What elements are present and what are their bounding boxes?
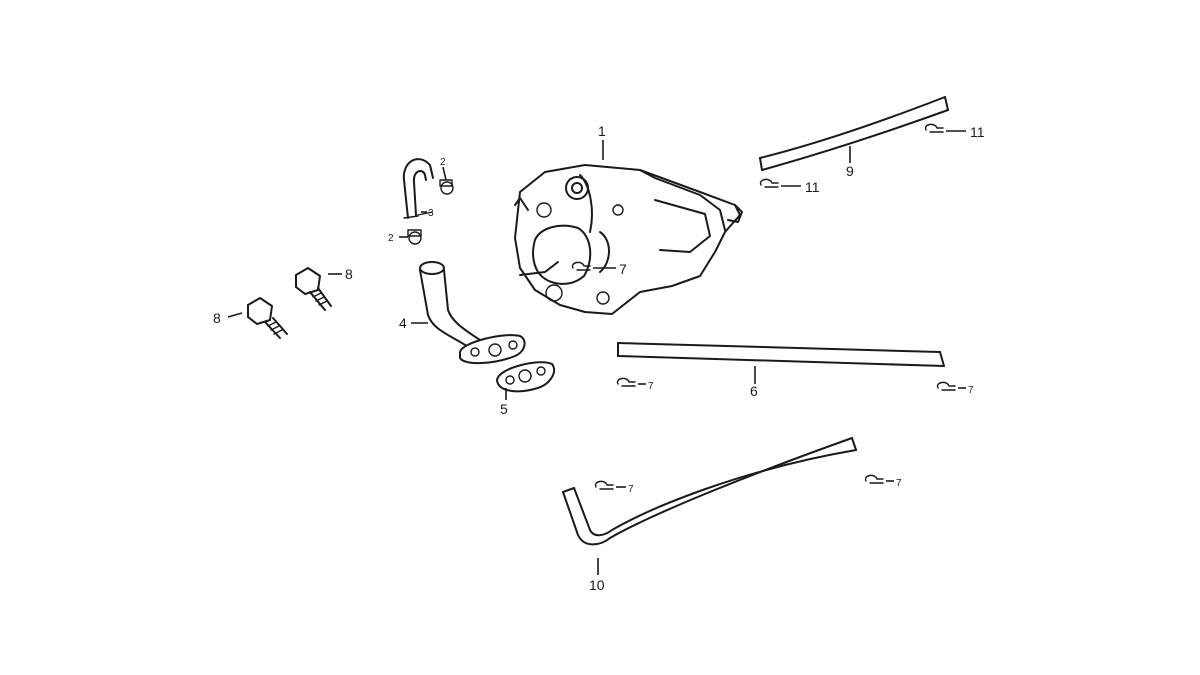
hose-upper-right [759, 96, 949, 171]
callout-8-upper: 8 [345, 266, 353, 282]
bolt-upper [295, 267, 332, 311]
clamp-11-lower [759, 178, 779, 188]
clamp-7-hose6-right [936, 381, 956, 391]
clamp-7-hose10-left [594, 480, 614, 490]
clamp-7-hose6-left [616, 377, 636, 387]
callout-2-bottom: 2 [388, 233, 394, 244]
pump-housing [514, 164, 743, 315]
callout-6: 6 [750, 383, 758, 399]
gasket [496, 361, 556, 393]
elbow-hose-assembly [402, 158, 454, 245]
clamp-7-hose10-right [864, 474, 884, 484]
callout-7-pump: 7 [619, 261, 627, 277]
callout-7-hose10-right: 7 [896, 478, 902, 489]
callout-2-top: 2 [440, 157, 446, 168]
hose-straight [617, 342, 945, 367]
clamp-11-upper [924, 123, 944, 133]
callout-4: 4 [399, 315, 407, 331]
hose-bent-lower [562, 437, 857, 546]
callout-5: 5 [500, 401, 508, 417]
callout-7-hose10-left: 7 [628, 484, 634, 495]
callout-10: 10 [589, 577, 605, 593]
bent-pipe-with-flange [419, 261, 526, 364]
callout-1: 1 [598, 123, 606, 139]
callout-8-lower: 8 [213, 310, 221, 326]
callout-11-lower: 11 [805, 179, 820, 195]
leader-lines [227, 130, 966, 575]
callout-11-upper: 11 [970, 124, 985, 140]
callout-7-hose6-left: 7 [648, 381, 654, 392]
bolt-lower [247, 297, 288, 339]
clamp-7-pump [571, 261, 591, 271]
callout-9: 9 [846, 163, 854, 179]
callout-7-hose6-right: 7 [968, 385, 974, 396]
callout-3: 3 [428, 208, 434, 219]
